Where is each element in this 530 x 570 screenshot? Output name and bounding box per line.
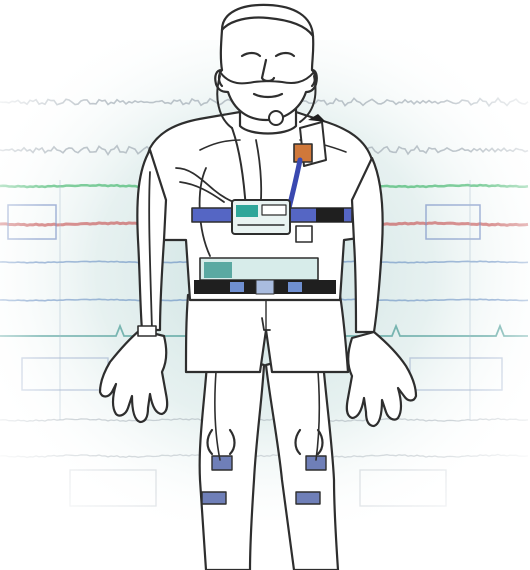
oximeter-sensor	[294, 144, 312, 162]
right-leg-electrode-lower	[296, 492, 320, 504]
finger-probe	[138, 326, 156, 336]
abdomen-panel-teal	[204, 262, 232, 278]
abdomen-belt-clip-right	[288, 282, 302, 292]
recorder-connector	[296, 226, 312, 242]
left-leg-electrode-upper	[212, 456, 232, 470]
recorder-panel	[262, 205, 286, 215]
chest-belt-buckle	[316, 208, 344, 222]
abdomen-belt-clip-mid	[256, 280, 274, 294]
neck-sensor	[269, 111, 283, 125]
left-leg-electrode-lower	[202, 492, 226, 504]
abdomen-belt-clip-left	[230, 282, 244, 292]
recorder-screen	[236, 205, 258, 217]
